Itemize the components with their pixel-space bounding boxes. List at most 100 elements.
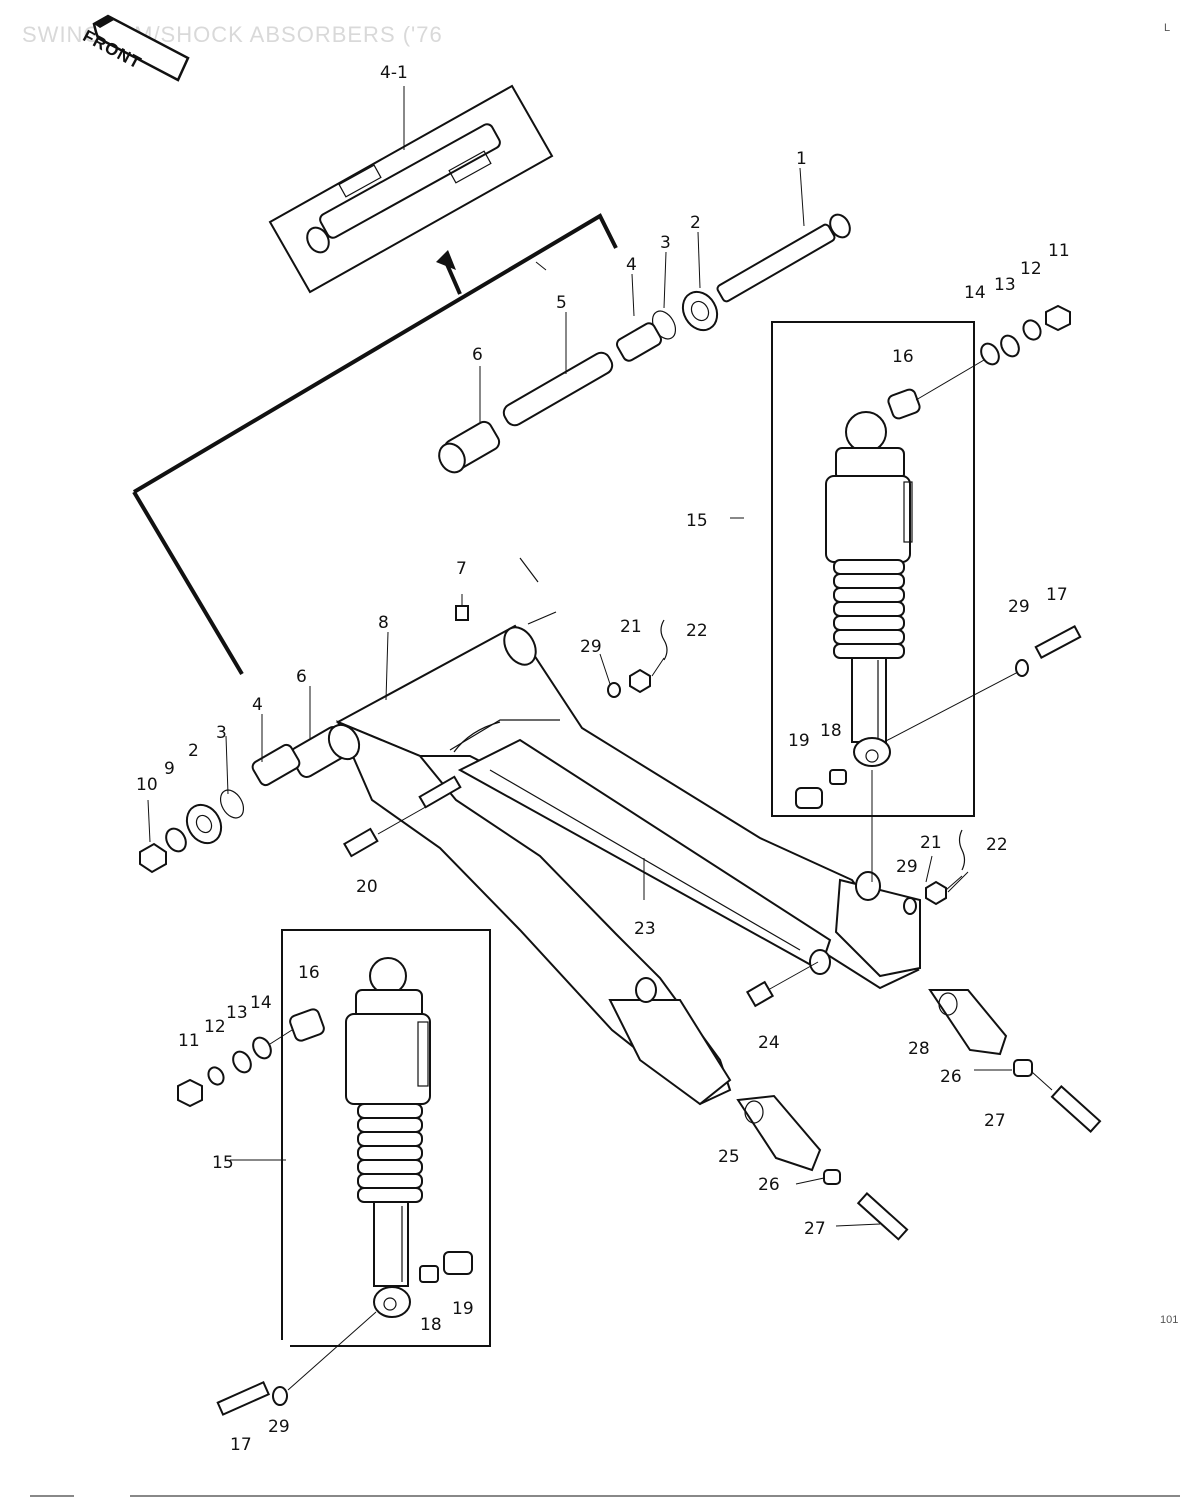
part-14-washer-right bbox=[980, 342, 1000, 366]
callout-18-left: 18 bbox=[420, 1315, 442, 1335]
callout-27-right: 27 bbox=[984, 1111, 1006, 1131]
callout-26-right: 26 bbox=[940, 1067, 962, 1087]
callout-2-lower: 2 bbox=[188, 741, 199, 761]
callout-labels: 4-1 1 2 3 4 5 6 11 12 13 14 16 15 29 17 … bbox=[136, 63, 1070, 1455]
part-6-bushing-lower bbox=[289, 723, 361, 778]
part-5-collar bbox=[502, 351, 614, 427]
upper-mid-hardware bbox=[599, 619, 668, 698]
callout-27-lower: 27 bbox=[804, 1219, 826, 1239]
leader-lines bbox=[147, 86, 1012, 1227]
callout-22-mid: 22 bbox=[686, 621, 708, 641]
part-15-shock-left bbox=[345, 957, 431, 1318]
callout-6-upper: 6 bbox=[472, 345, 483, 365]
part-12-washer-right bbox=[1022, 319, 1042, 341]
part-23-chain-guard bbox=[457, 738, 832, 975]
callout-24: 24 bbox=[758, 1033, 780, 1053]
callout-4-1: 4-1 bbox=[380, 63, 408, 83]
callout-1: 1 bbox=[796, 149, 807, 169]
part-25-chain-adjuster bbox=[736, 1094, 909, 1241]
callout-13-left: 13 bbox=[226, 1003, 248, 1023]
callout-11-left: 11 bbox=[178, 1031, 200, 1051]
assembly-bracket bbox=[132, 213, 618, 676]
part-16-bushing-right bbox=[887, 388, 921, 420]
part-28-chain-adjuster bbox=[928, 989, 1102, 1134]
part-4-sleeve-lower bbox=[251, 743, 301, 787]
callout-21-mid: 21 bbox=[620, 617, 642, 637]
part-29-washer-right bbox=[903, 897, 917, 915]
callout-15-right: 15 bbox=[686, 511, 708, 531]
corner-mark-top: L bbox=[1164, 22, 1171, 34]
part-24-bolt bbox=[745, 961, 819, 1008]
callout-26-lower: 26 bbox=[758, 1175, 780, 1195]
callout-4-upper: 4 bbox=[626, 255, 637, 275]
callout-22-right: 22 bbox=[986, 835, 1008, 855]
part-9-washer bbox=[165, 827, 187, 853]
callout-28: 28 bbox=[908, 1039, 930, 1059]
callout-25: 25 bbox=[718, 1147, 740, 1167]
inset-box-shock-right bbox=[771, 321, 975, 817]
inset-box-shock-left bbox=[281, 929, 491, 1347]
part-17-bolt-right bbox=[1034, 625, 1082, 659]
part-4-sleeve bbox=[616, 322, 662, 362]
callout-23: 23 bbox=[634, 919, 656, 939]
part-14-washer-left bbox=[252, 1036, 272, 1060]
part-10-nut bbox=[139, 842, 167, 874]
callout-14-right: 14 bbox=[964, 283, 986, 303]
part-19-bushing-left bbox=[443, 1251, 473, 1275]
part-15-shock-right bbox=[825, 411, 913, 767]
callout-17-left: 17 bbox=[230, 1435, 252, 1455]
part-7-grease-nipple bbox=[455, 594, 469, 621]
right-shock-lower-mount bbox=[795, 625, 1082, 882]
callout-3-upper: 3 bbox=[660, 233, 671, 253]
corner-mark-page: 101 bbox=[1160, 1314, 1179, 1326]
part-11-nut-left bbox=[177, 1078, 203, 1108]
diagram-title: SWINGARM/SHOCK ABSORBERS ('76 bbox=[22, 22, 443, 47]
spring-left bbox=[357, 1103, 423, 1203]
part-29-washer-mid bbox=[607, 682, 621, 698]
right-mid-hardware bbox=[903, 829, 966, 915]
part-21-nut-mid bbox=[629, 668, 651, 694]
inset-box-4-1 bbox=[268, 84, 554, 294]
front-arrow-icon bbox=[92, 14, 190, 82]
callout-18-right: 18 bbox=[820, 721, 842, 741]
left-shock-lower-mount bbox=[216, 1251, 473, 1416]
part-29-washer-upper-right bbox=[1015, 659, 1029, 677]
part-2-bearing-lower bbox=[185, 803, 223, 845]
callout-29-upper-right: 29 bbox=[1008, 597, 1030, 617]
part-4-1-pivot-assembly bbox=[306, 123, 501, 254]
front-direction-tag bbox=[88, 14, 198, 84]
part-19-bushing-right bbox=[795, 787, 823, 809]
part-6-bushing-upper bbox=[438, 420, 501, 474]
part-1-pivot-shaft bbox=[716, 213, 851, 303]
part-22-cotter-pin-right bbox=[958, 829, 966, 871]
callout-12-left: 12 bbox=[204, 1017, 226, 1037]
callout-8: 8 bbox=[378, 613, 389, 633]
part-16-bushing-left bbox=[289, 1008, 325, 1042]
part-8-swing-arm bbox=[335, 557, 921, 1106]
callout-29-mid: 29 bbox=[580, 637, 602, 657]
part-27-adjusting-bolt-right bbox=[1050, 1084, 1102, 1134]
part-29-washer-lower-left bbox=[272, 1386, 288, 1406]
right-washer-stack bbox=[915, 304, 1071, 401]
callout-16-right: 16 bbox=[892, 347, 914, 367]
callout-10: 10 bbox=[136, 775, 158, 795]
callout-14-left: 14 bbox=[250, 993, 272, 1013]
callout-19-right: 19 bbox=[788, 731, 810, 751]
part-27-adjusting-bolt-lower bbox=[856, 1192, 909, 1241]
callout-11-right: 11 bbox=[1048, 241, 1070, 261]
part-26-adjuster-nut-lower bbox=[823, 1169, 841, 1185]
part-3-o-ring-lower bbox=[219, 789, 245, 819]
part-18-collar-left bbox=[419, 1265, 439, 1283]
callout-16-left: 16 bbox=[298, 963, 320, 983]
part-22-cotter-pin-mid bbox=[660, 619, 668, 661]
part-26-adjuster-nut-right bbox=[1013, 1059, 1033, 1077]
callout-9: 9 bbox=[164, 759, 175, 779]
part-20-bolt bbox=[343, 775, 462, 858]
callout-2-upper: 2 bbox=[690, 213, 701, 233]
callout-3-lower: 3 bbox=[216, 723, 227, 743]
callout-29-lower-left: 29 bbox=[268, 1417, 290, 1437]
callout-13-right: 13 bbox=[994, 275, 1016, 295]
callout-20: 20 bbox=[356, 877, 378, 897]
callout-5: 5 bbox=[556, 293, 567, 313]
